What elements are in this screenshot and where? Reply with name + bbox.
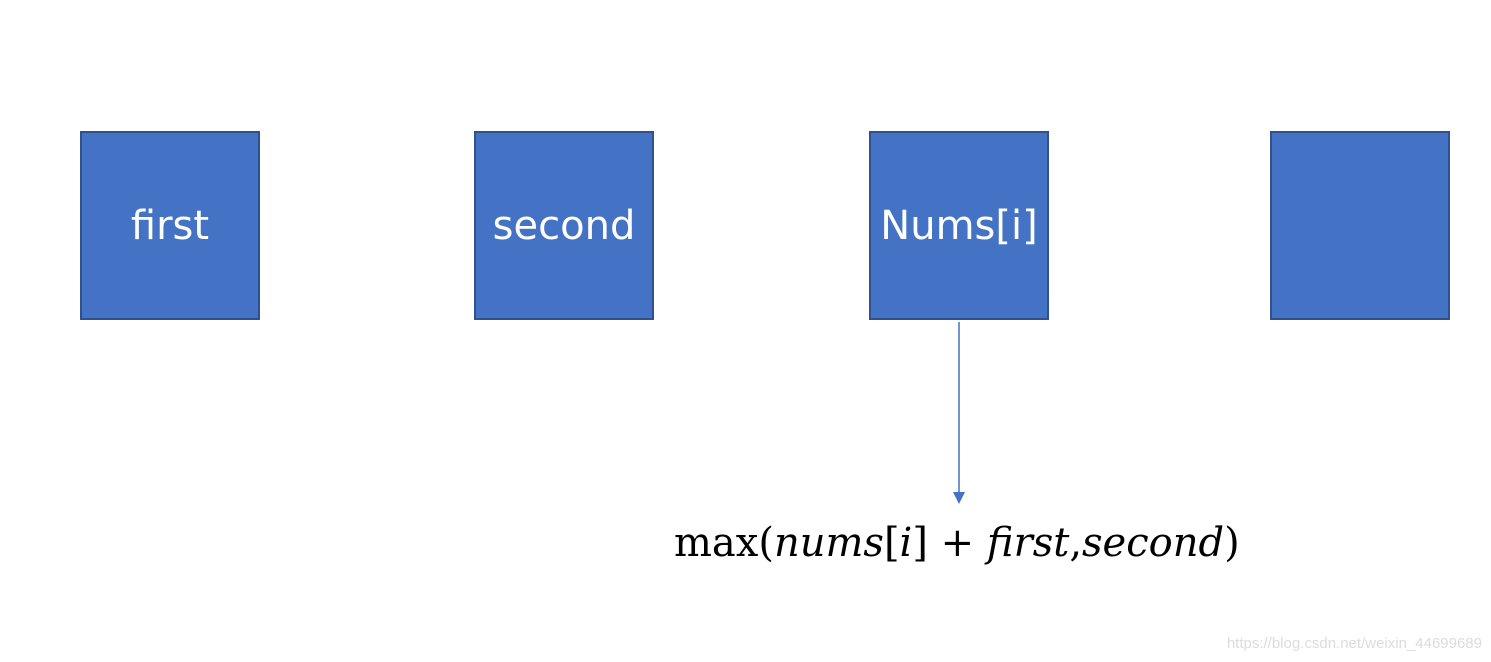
formula-nums: nums <box>773 520 884 566</box>
formula-right-bracket: ] <box>912 520 928 566</box>
box-first-label: first <box>130 202 210 249</box>
formula-comma: , <box>1069 520 1083 566</box>
box-nums-i: Nums[i] <box>869 131 1049 320</box>
box-first: first <box>80 131 260 320</box>
formula: max(nums[i] + first,second) <box>674 523 1240 563</box>
watermark: https://blog.csdn.net/weixin_44699689 <box>1226 635 1482 652</box>
formula-open-paren: ( <box>758 520 774 566</box>
formula-index: i <box>899 520 913 566</box>
formula-left-bracket: [ <box>883 520 900 566</box>
formula-close-paren: ) <box>1224 520 1240 566</box>
formula-first: first <box>986 520 1070 566</box>
box-second-label: second <box>492 202 636 249</box>
formula-second: second <box>1082 520 1225 566</box>
box-second: second <box>474 131 654 320</box>
box-nums-i-label: Nums[i] <box>880 202 1038 249</box>
arrow-head-icon <box>953 492 965 504</box>
formula-plus: + <box>927 520 987 566</box>
formula-fn: max <box>674 520 759 566</box>
box-empty <box>1270 131 1450 320</box>
